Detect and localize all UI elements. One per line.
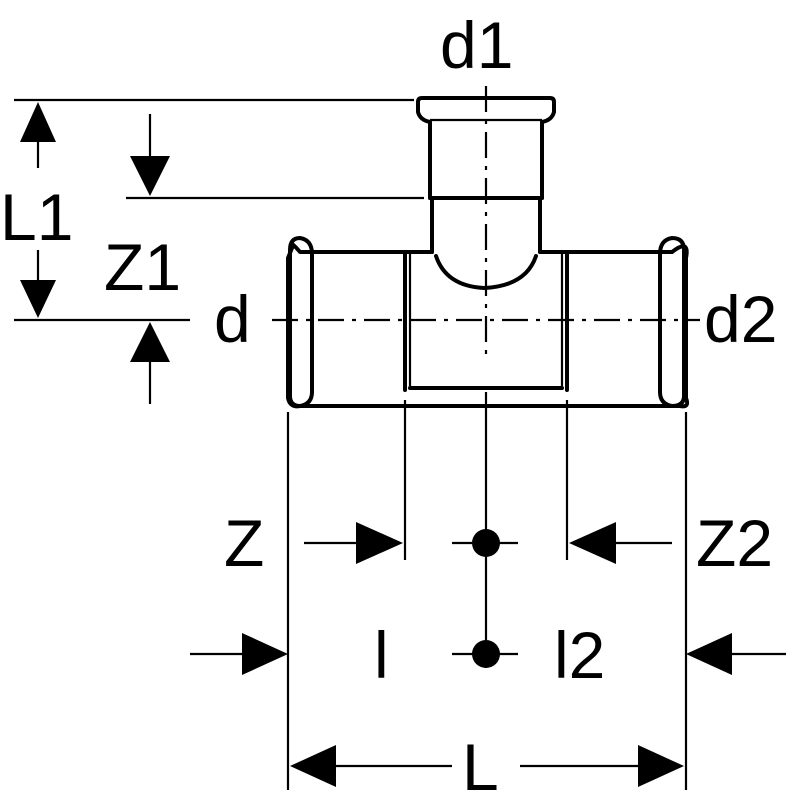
label-Z1: Z1 — [104, 230, 181, 304]
label-d1: d1 — [440, 8, 513, 82]
left-socket — [288, 236, 314, 408]
l-center-dot — [472, 640, 500, 668]
l1-arrow-up — [20, 102, 56, 142]
horizontal-dimensions: Z Z2 l l2 L — [190, 392, 786, 800]
label-l: l — [374, 618, 389, 692]
l2-arrow — [686, 633, 732, 675]
label-L: L — [462, 730, 499, 800]
z-center-dot — [472, 529, 500, 557]
z-arrow — [356, 522, 403, 564]
z1-arrow-down — [130, 156, 170, 196]
l-arrow — [242, 633, 288, 675]
label-L1: L1 — [0, 180, 73, 254]
label-Z2: Z2 — [696, 506, 773, 580]
label-l2: l2 — [554, 618, 605, 692]
z2-arrow — [569, 522, 616, 564]
L-arrow-left — [290, 745, 336, 787]
right-socket — [658, 236, 686, 408]
label-Z: Z — [224, 506, 264, 580]
L-arrow-right — [638, 745, 684, 787]
tee-fitting — [272, 86, 700, 409]
branch-intersection-curve — [434, 254, 538, 290]
run-body — [286, 241, 690, 409]
label-d: d — [214, 282, 251, 356]
label-d2: d2 — [704, 282, 777, 356]
l1-arrow-down — [20, 280, 56, 318]
z1-arrow-up — [130, 322, 170, 362]
vertical-dimensions: L1 Z1 — [0, 98, 424, 404]
